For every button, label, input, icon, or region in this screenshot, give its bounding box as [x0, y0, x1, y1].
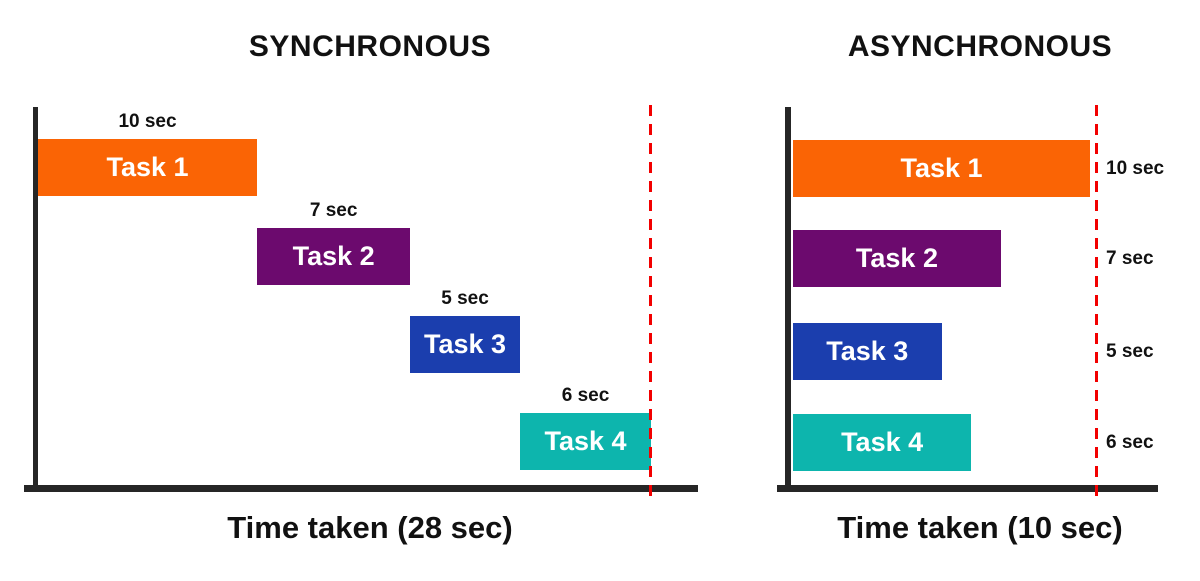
- task-bar: Task 4: [519, 413, 652, 470]
- task-bar: Task 2: [257, 228, 411, 285]
- duration-label: 6 sec: [561, 385, 610, 406]
- duration-label: 7 sec: [309, 200, 358, 221]
- duration-label: 5 sec: [1106, 340, 1154, 362]
- task-bar: Task 3: [793, 323, 942, 380]
- y-axis: [785, 107, 791, 492]
- task-bar: Task 2: [793, 230, 1001, 287]
- deadline-dashed-line: [1095, 105, 1098, 497]
- task-bar: Task 3: [410, 316, 520, 373]
- task-bar-label: Task 2: [855, 243, 938, 273]
- time-taken-caption: Time taken (28 sec): [227, 510, 513, 545]
- task-bar-label: Task 1: [106, 152, 189, 182]
- duration-label: 7 sec: [1106, 247, 1154, 269]
- x-axis: [24, 485, 698, 492]
- panel-title-asynchronous: ASYNCHRONOUS: [847, 30, 1113, 63]
- task-bar-label: Task 4: [544, 426, 627, 456]
- x-axis: [777, 485, 1158, 492]
- y-axis: [33, 107, 38, 492]
- duration-label: 10 sec: [1106, 157, 1165, 179]
- time-taken-caption: Time taken (10 sec): [837, 510, 1123, 545]
- panel-title-synchronous: SYNCHRONOUS: [248, 30, 492, 63]
- task-bar: Task 1: [38, 139, 257, 196]
- duration-label: 6 sec: [1106, 431, 1154, 453]
- task-bar-label: Task 3: [424, 329, 507, 359]
- deadline-dashed-line: [649, 105, 652, 497]
- duration-label: 10 sec: [118, 111, 177, 132]
- task-bar-label: Task 4: [841, 427, 924, 457]
- duration-label: 5 sec: [441, 288, 489, 309]
- task-bar-label: Task 2: [292, 241, 375, 271]
- task-bar-label: Task 3: [826, 336, 909, 366]
- task-bar-label: Task 1: [900, 153, 983, 183]
- task-bar: Task 1: [793, 140, 1090, 197]
- task-bar: Task 4: [793, 414, 972, 471]
